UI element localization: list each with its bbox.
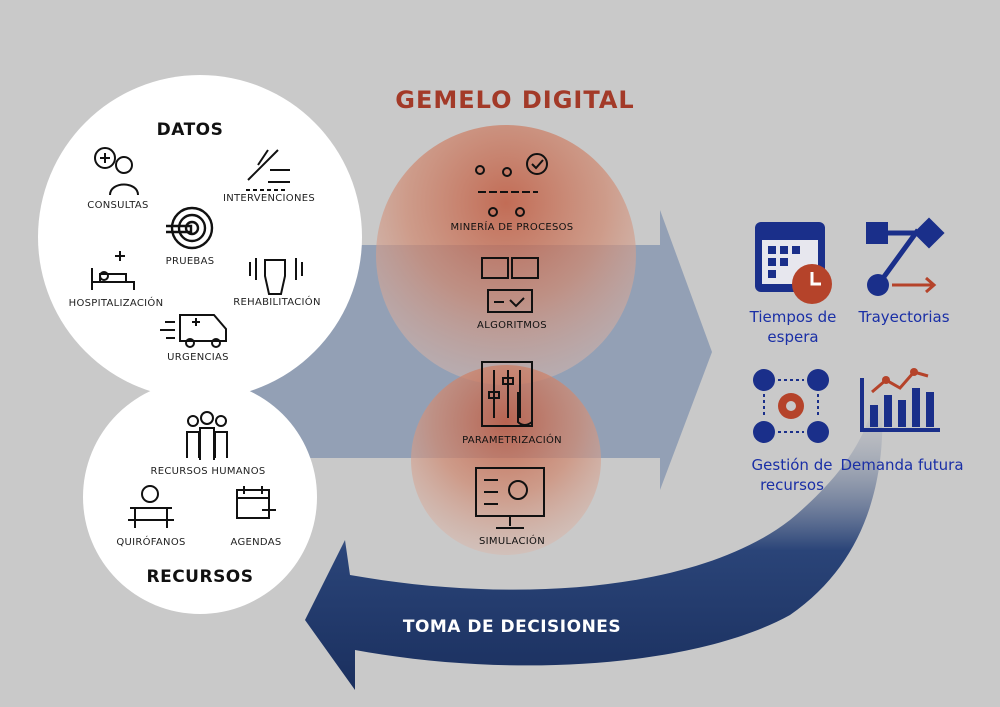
surgery-hand-icon [246,149,290,191]
calendar-plus-icon [236,486,276,519]
rehab-fist-icon [249,258,303,295]
output-trayectorias: Trayectorias [858,308,950,326]
operating-table-icon [128,485,174,528]
recursos-heading: RECURSOS [146,567,254,587]
recursos-circle [83,380,317,614]
algorithm-monitor-icon [481,257,539,313]
demand-chart-icon [860,368,940,432]
label-recursos-humanos: RECURSOS HUMANOS [150,466,266,477]
ambulance-icon [160,314,227,348]
decision-arrow [305,380,883,690]
process-ball-bottom [411,365,601,555]
label-hospitalizacion: HOSPITALIZACIÓN [68,298,164,309]
label-algoritmos: ALGORITMOS [477,320,547,331]
parameter-sliders-icon [481,361,533,427]
output-demanda: Demanda futura [840,456,964,474]
consultation-icon [94,147,139,196]
resource-gear-icon [753,369,829,443]
simulation-monitor-icon [475,467,545,529]
datos-heading: DATOS [156,120,224,140]
label-quirofanos: QUIRÓFANOS [116,537,186,548]
scanner-icon [166,206,214,250]
hospital-bed-icon [91,251,135,290]
output-gestion: Gestión de recursos [751,456,833,494]
diagram-title: GEMELO DIGITAL [395,86,635,114]
process-ball-top [376,125,636,385]
calendar-clock-icon [755,222,832,304]
label-parametrizacion: PARAMETRIZACIÓN [462,435,562,446]
process-mining-icon [475,153,548,217]
label-consultas: CONSULTAS [87,200,149,211]
label-urgencias: URGENCIAS [167,352,229,363]
label-pruebas: PRUEBAS [165,256,215,267]
label-simulacion: SIMULACIÓN [479,536,545,547]
decisions-label: TOMA DE DECISIONES [402,617,622,637]
label-agendas: AGENDAS [230,537,282,548]
label-intervenciones: INTERVENCIONES [222,193,316,204]
output-tiempos: Tiempos de espera [749,308,837,346]
staff-group-icon [186,411,228,460]
trajectory-icon [866,217,945,296]
label-rehabilitacion: REHABILITACIÓN [233,297,321,308]
label-mineria: MINERÍA DE PROCESOS [450,222,574,233]
